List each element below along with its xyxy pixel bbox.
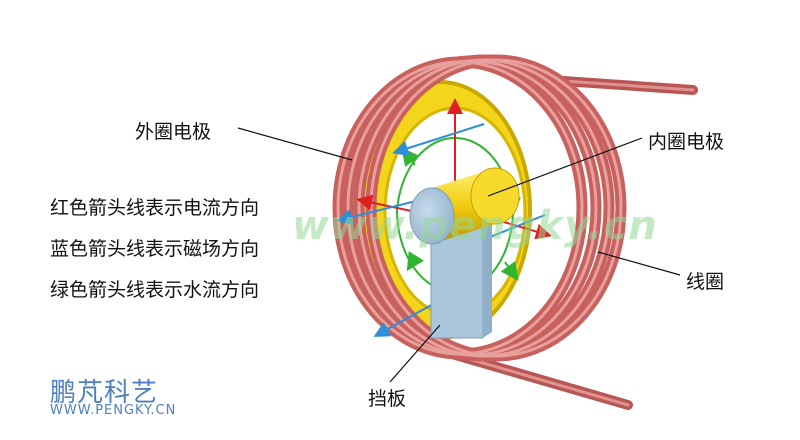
brand-logo-text: 鹏芃科艺	[50, 378, 159, 408]
outer-electrode-label: 外圈电极	[135, 121, 212, 143]
leader-lines	[237, 127, 681, 383]
baffle-label: 挡板	[368, 388, 407, 410]
brand-url: WWW.PENGKY.CN	[50, 403, 177, 418]
legend-green: 绿色箭头线表示水流方向	[50, 279, 260, 301]
watermark: www.pengky.cn	[292, 203, 658, 249]
legend-red: 红色箭头线表示电流方向	[50, 197, 260, 219]
coil-label: 线圈	[686, 271, 725, 293]
inner-electrode	[409, 167, 520, 245]
legend-blue: 蓝色箭头线表示磁场方向	[50, 238, 260, 260]
coil-front	[332, 54, 627, 362]
baffle-plate	[430, 222, 492, 339]
inner-electrode-label: 内圈电极	[648, 131, 725, 153]
